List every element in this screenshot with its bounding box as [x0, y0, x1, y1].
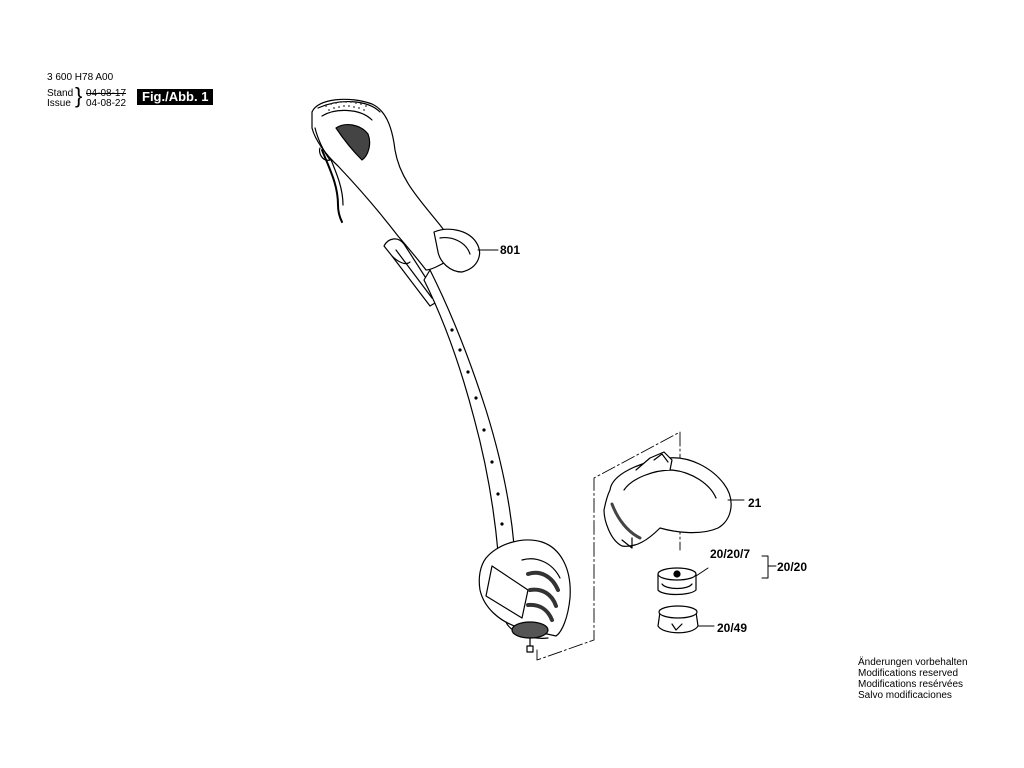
part-label-801: 801	[500, 243, 521, 257]
leader-20-20-7	[695, 567, 709, 577]
part-label-20-49: 20/49	[717, 621, 748, 635]
note-german: Änderungen vorbehalten	[858, 657, 968, 668]
note-french: Modifications resérvées	[858, 679, 964, 690]
assembly-line	[536, 431, 681, 661]
auxiliary-handle	[383, 238, 441, 307]
spool	[657, 567, 697, 596]
document-number: 3 600 H78 A00	[47, 72, 114, 83]
figure-label: Fig./Abb. 1	[137, 89, 214, 105]
guard	[603, 451, 732, 549]
part-label-20-20: 20/20	[777, 560, 808, 574]
shaft	[423, 269, 515, 553]
spool-cover	[657, 605, 699, 634]
note-spanish: Salvo modificaciones	[858, 690, 952, 701]
bracket-20-20	[761, 555, 777, 579]
date-brace: }	[75, 83, 83, 108]
note-english: Modifications reserved	[858, 668, 959, 679]
issue-label: Issue	[47, 98, 71, 109]
modification-notes: Änderungen vorbehalten Modifications res…	[858, 657, 968, 701]
issue-date: 04-08-22	[86, 98, 127, 109]
part-label-21: 21	[748, 496, 762, 510]
handle-grip	[311, 98, 481, 273]
stand-date: 04-08-17	[86, 88, 127, 99]
part-label-20-20-7: 20/20/7	[710, 547, 751, 561]
motor-housing	[478, 539, 571, 653]
power-cord	[321, 149, 343, 223]
stand-label: Stand	[47, 88, 74, 99]
